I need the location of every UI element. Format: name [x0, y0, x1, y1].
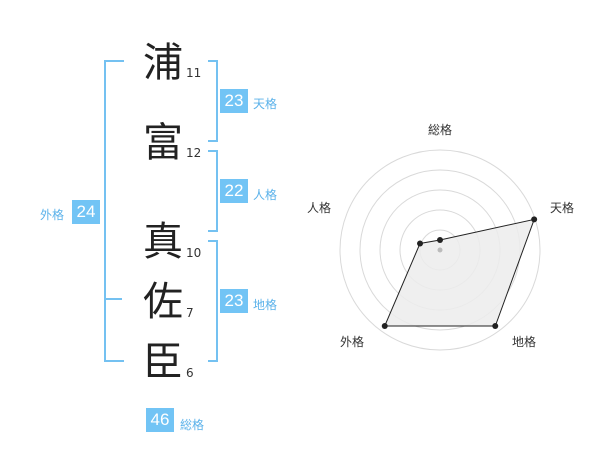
radar-point-5 — [417, 240, 424, 247]
tenkaku-bracket — [208, 60, 218, 142]
radar-point-4 — [381, 323, 388, 330]
stroke-count-5: 6 — [186, 366, 194, 380]
gaikaku-value: 24 — [72, 200, 100, 224]
jinkaku-label: 人格 — [253, 188, 278, 202]
soukaku-value: 46 — [146, 408, 174, 432]
radar-label-soukaku: 総格 — [428, 122, 452, 137]
radar-ring — [339, 149, 541, 351]
name-char-5: 臣 — [143, 339, 183, 385]
gaikaku-bracket — [104, 60, 124, 362]
stroke-count-3: 10 — [186, 246, 202, 260]
radar-points — [381, 216, 538, 330]
stroke-count-2: 12 — [186, 146, 202, 160]
stroke-count-1: 11 — [186, 66, 202, 80]
radar-center-dot — [437, 247, 443, 253]
stroke-count-4: 7 — [186, 306, 194, 320]
name-char-4: 佐 — [143, 279, 183, 325]
radar-label-gaikaku: 外格 — [340, 334, 364, 349]
gaikaku-bracket-divider — [104, 298, 122, 300]
name-char-2: 富 — [143, 120, 183, 166]
soukaku-label: 総格 — [180, 418, 205, 432]
radar-label-chikaku: 地格 — [512, 334, 536, 349]
gaikaku-label: 外格 — [40, 208, 65, 222]
chikaku-value: 23 — [220, 289, 248, 313]
name-char-3: 真 — [143, 219, 183, 265]
jinkaku-bracket — [208, 150, 218, 232]
chikaku-label: 地格 — [253, 298, 278, 312]
radar-point-1 — [437, 237, 443, 243]
radar-point-2 — [531, 216, 538, 223]
jinkaku-value: 22 — [220, 179, 248, 203]
radar-label-tenkaku: 天格 — [550, 200, 574, 215]
chikaku-bracket — [208, 240, 218, 362]
radar-area — [383, 218, 535, 327]
tenkaku-value: 23 — [220, 89, 248, 113]
radar-point-3 — [492, 323, 499, 330]
name-char-1: 浦 — [143, 40, 183, 86]
tenkaku-label: 天格 — [253, 97, 278, 111]
radar-label-jinkaku: 人格 — [307, 200, 331, 215]
